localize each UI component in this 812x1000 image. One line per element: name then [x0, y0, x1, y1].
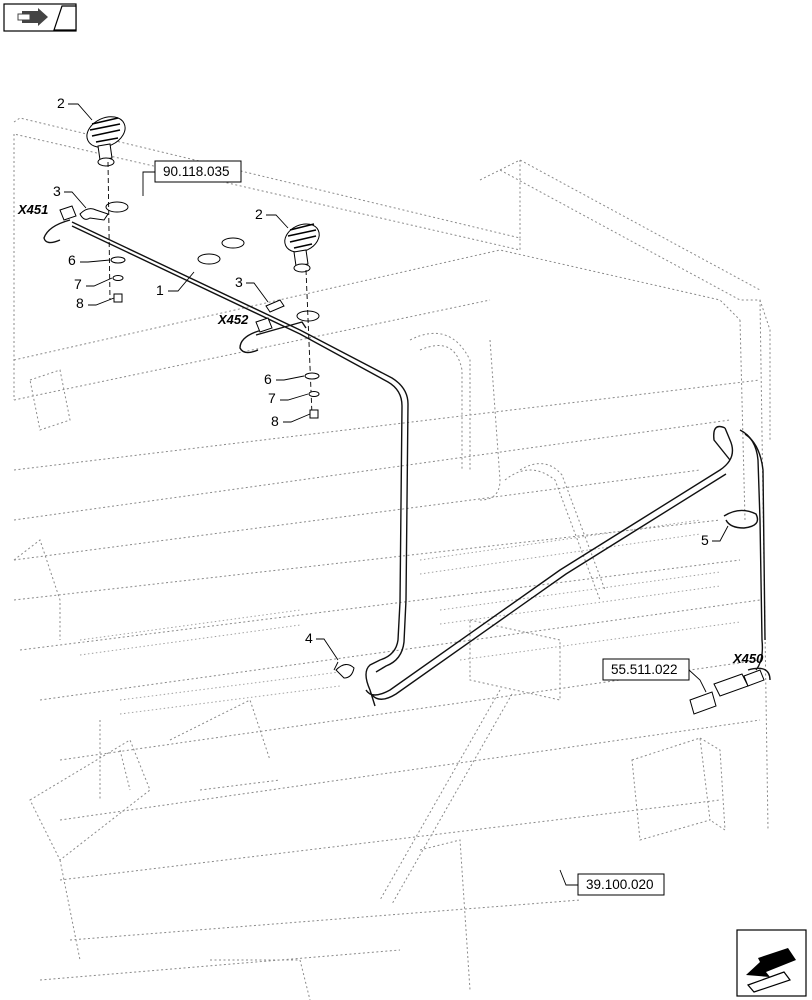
callout-2-left: 2 [57, 95, 93, 121]
svg-text:6: 6 [68, 252, 76, 268]
svg-text:5: 5 [701, 532, 709, 548]
svg-text:8: 8 [76, 295, 84, 311]
callout-7-left: 7 [74, 276, 113, 292]
grommet-right [265, 299, 285, 313]
connector-x452 [239, 317, 273, 354]
svg-text:2: 2 [57, 95, 65, 111]
svg-text:55.511.022: 55.511.022 [611, 662, 678, 677]
svg-text:7: 7 [268, 390, 276, 406]
svg-text:2: 2 [255, 206, 263, 222]
work-light-left [86, 116, 126, 167]
connector-x450 [689, 667, 771, 715]
svg-text:90.118.035: 90.118.035 [163, 164, 230, 179]
connector-label-x451: X451 [17, 202, 48, 217]
reference-box-90-118-035[interactable]: 90.118.035 [142, 160, 242, 196]
svg-text:3: 3 [53, 183, 61, 199]
reference-box-55-511-022[interactable]: 55.511.022 [602, 658, 707, 693]
callout-7-right: 7 [268, 390, 309, 406]
callout-6-left: 6 [68, 252, 111, 268]
svg-text:1: 1 [156, 282, 164, 298]
svg-text:6: 6 [264, 371, 272, 387]
fasteners-right [304, 372, 320, 419]
callout-8-left: 8 [76, 295, 115, 311]
svg-text:39.100.020: 39.100.020 [586, 877, 654, 892]
arrow-right-icon [17, 8, 48, 26]
callout-3-right: 3 [235, 274, 269, 303]
machine-frame-phantom [13, 117, 771, 1000]
svg-text:3: 3 [235, 274, 243, 290]
reference-box-39-100-020[interactable]: 39.100.020 [559, 869, 665, 896]
connector-label-x452: X452 [217, 312, 249, 327]
svg-text:8: 8 [271, 413, 279, 429]
callout-4: 4 [305, 630, 339, 661]
fasteners-left [110, 256, 126, 303]
work-light-right [284, 223, 320, 273]
nav-back-button[interactable] [736, 929, 807, 997]
mounting-plates [105, 201, 320, 322]
callout-2-right: 2 [255, 206, 289, 229]
grommet-left [79, 208, 109, 221]
arrow-down-left-icon [746, 948, 796, 993]
nav-forward-button[interactable] [3, 3, 77, 32]
cable-tie [333, 661, 355, 679]
callout-3-left: 3 [53, 183, 87, 209]
svg-text:4: 4 [305, 630, 313, 646]
callout-8-right: 8 [271, 413, 311, 429]
connector-label-x450: X450 [732, 651, 764, 666]
assembly-lines [107, 161, 313, 416]
callout-5: 5 [701, 525, 729, 548]
callout-1: 1 [156, 271, 195, 298]
callout-6-right: 6 [264, 371, 305, 387]
svg-text:7: 7 [74, 276, 82, 292]
loop-strap [723, 509, 759, 529]
connector-x451 [43, 205, 77, 244]
wire-harness [71, 221, 766, 707]
